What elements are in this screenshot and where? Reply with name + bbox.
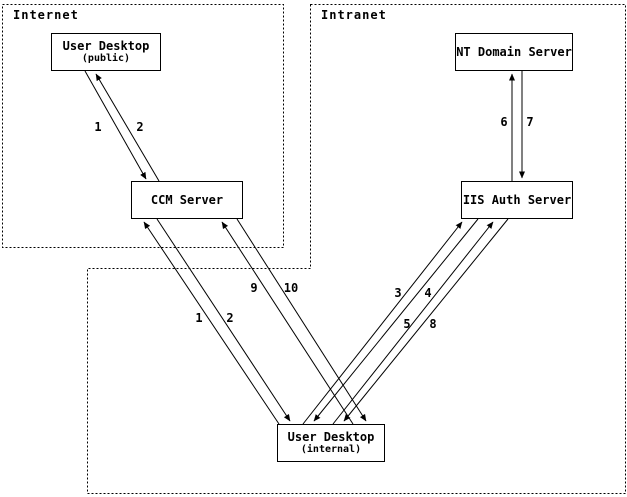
internet-region-outline	[2, 4, 284, 248]
node-ccm-server: CCM Server	[131, 181, 243, 219]
edge-label-9: 9	[250, 281, 257, 295]
edge-label-1: 1	[195, 311, 202, 325]
node-user-desktop-internal: User Desktop (internal)	[277, 424, 385, 462]
node-sublabel: (public)	[81, 53, 131, 64]
edge-line-1	[84, 70, 147, 180]
edge-line-1	[143, 221, 280, 425]
node-label: CCM Server	[150, 192, 224, 207]
edge-label-2: 2	[226, 311, 233, 325]
node-nt-domain-server: NT Domain Server	[455, 33, 573, 71]
edge-label-10: 10	[284, 281, 298, 295]
edge-label-7: 7	[526, 115, 533, 129]
node-sublabel: (internal)	[300, 444, 362, 455]
edge-line-8	[343, 218, 509, 422]
edge-line-4	[313, 218, 479, 422]
edge-label-3: 3	[394, 286, 401, 300]
node-label: User Desktop	[62, 39, 150, 53]
node-label: User Desktop	[287, 430, 375, 444]
node-iis-auth-server: IIS Auth Server	[461, 181, 573, 219]
intranet-region-label: Intranet	[321, 8, 387, 22]
edge-line-9	[221, 221, 354, 425]
edge-line-2	[95, 73, 160, 182]
edge-line-10	[236, 218, 367, 422]
edge-label-5: 5	[403, 317, 410, 331]
node-label: NT Domain Server	[456, 44, 572, 59]
node-label: IIS Auth Server	[462, 192, 572, 207]
edge-label-2: 2	[136, 120, 143, 134]
intranet-internal-region-outline	[87, 4, 626, 494]
edge-label-4: 4	[424, 286, 431, 300]
edge-label-8: 8	[429, 317, 436, 331]
edge-label-6: 6	[500, 115, 507, 129]
internet-region-label: Internet	[13, 8, 79, 22]
edge-line-3	[302, 221, 463, 425]
edge-line-5	[332, 221, 494, 425]
node-user-desktop-public: User Desktop (public)	[51, 33, 161, 71]
edge-label-1: 1	[94, 120, 101, 134]
edge-line-2	[156, 218, 291, 422]
